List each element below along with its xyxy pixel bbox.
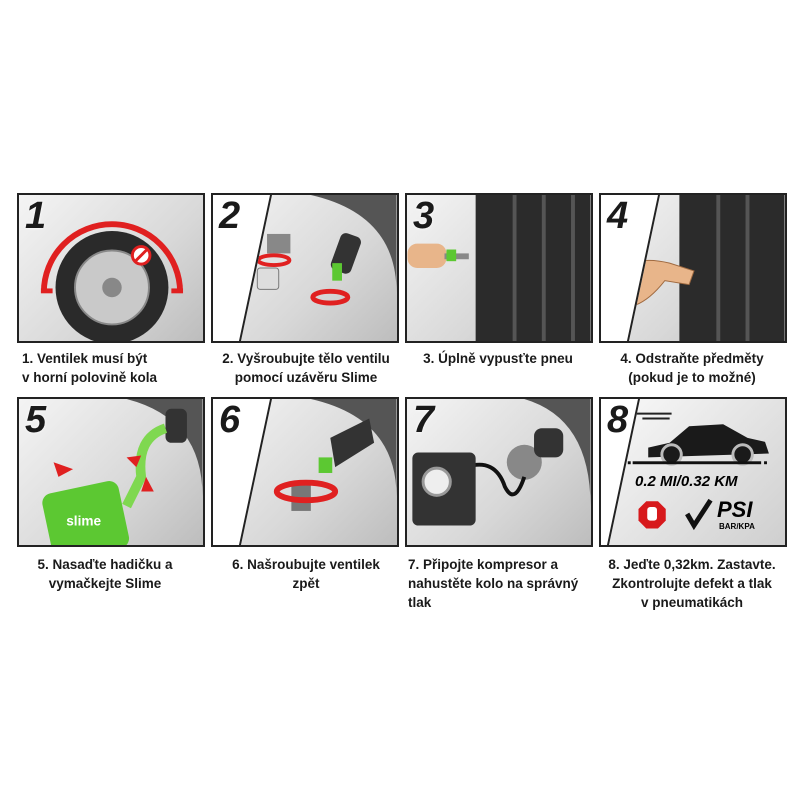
inject-sealant-illustration: slime [42,399,203,545]
caption-line: Zkontrolujte defekt a tlak [612,576,772,591]
psi-label: PSI [717,497,753,522]
valve-core-removal-illustration [256,195,397,306]
step-2-panel: 2 [211,193,399,343]
step-2-caption: 2. Vyšroubujte tělo ventilu pomocí uzávě… [211,349,401,387]
step-number: 5 [25,399,47,441]
bar-kpa-label: BAR/KPA [719,522,755,531]
step-number: 4 [607,195,629,237]
caption-line: 2. Vyšroubujte tělo ventilu [222,351,390,366]
step-8-panel: 8 0.2 MI/0.32 KM PSI BAR/KPA [599,397,787,547]
step-number: 3 [413,195,435,237]
caption-line: 5. Nasaďte hadičku a [37,557,173,572]
step-7-caption: 7. Připojte kompresor a nahustěte kolo n… [408,555,598,612]
caption-line: v pneumatikách [640,595,744,610]
caption-line: 3. Úplně vypusťte pneu [423,351,573,366]
step-4-panel: 4 [599,193,787,343]
bottle-label: slime [66,514,101,529]
step-number: 6 [219,399,241,441]
caption-line: 8. Jeďte 0,32km. Zastavte. [608,557,776,572]
step-5-caption: 5. Nasaďte hadičku a vymačkejte Slime [10,555,200,593]
caption-line: 6. Našroubujte ventilek [232,557,380,572]
step-number: 8 [607,399,629,441]
checkmark-icon [685,498,713,531]
step-7-panel: 7 [405,397,593,547]
caption-line: nahustěte kolo na správný [408,576,579,591]
caption-line: pomocí uzávěru Slime [234,370,378,385]
drive-and-check-illustration [627,412,769,531]
step-number: 2 [219,195,241,237]
caption-line: tlak [408,595,432,610]
step-3-panel: 3 [405,193,593,343]
caption-line: 4. Odstraňte předměty [620,351,764,366]
step-number: 7 [413,399,435,441]
step-6-caption: 6. Našroubujte ventilek zpět [211,555,401,593]
caption-line: 7. Připojte kompresor a [408,557,559,572]
wheel-valve-position-illustration [40,221,184,341]
deflate-tire-illustration [407,195,591,341]
distance-label: 0.2 MI/0.32 KM [635,473,738,490]
step-number: 1 [25,195,47,237]
step-8-caption: 8. Jeďte 0,32km. Zastavte. Zkontrolujte … [597,555,787,612]
step-1-caption: 1. Ventilek musí být v horní polovině ko… [22,349,212,387]
caption-line: (pokud je to možné) [628,370,756,385]
step-6-panel: 6 [211,397,399,547]
compressor-illustration [412,399,591,526]
caption-line: v horní polovině kola [22,370,158,385]
step-1-panel: 1 [17,193,205,343]
reinstall-valve-illustration [273,399,397,511]
caption-line: vymačkejte Slime [48,576,162,591]
caption-line: 1. Ventilek musí být [22,351,148,366]
step-5-panel: 5 slime [17,397,205,547]
caption-line: zpět [292,576,320,591]
step-4-caption: 4. Odstraňte předměty (pokud je to možné… [597,349,787,387]
step-3-caption: 3. Úplně vypusťte pneu [403,349,593,368]
